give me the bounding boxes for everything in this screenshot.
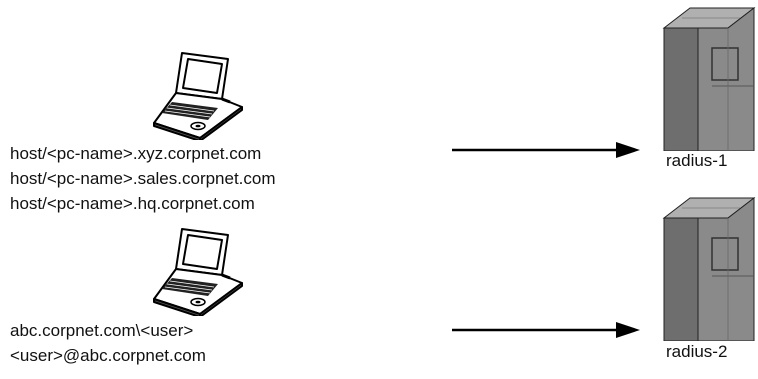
arrow-icon [452, 142, 640, 158]
server-tower-icon [662, 6, 756, 151]
server-tower-icon [662, 196, 756, 341]
laptop-icon [153, 52, 243, 140]
server-label: radius-2 [666, 342, 728, 361]
client-name: abc.corpnet.com\<user> [10, 321, 194, 340]
client-1-name-list: host/<pc-name>.xyz.corpnet.com host/<pc-… [10, 141, 276, 216]
arrow-icon [452, 322, 640, 338]
client-name: host/<pc-name>.hq.corpnet.com [10, 194, 255, 213]
client-name: <user>@abc.corpnet.com [10, 346, 206, 365]
server-label: radius-1 [666, 151, 728, 170]
laptop-icon [153, 228, 243, 316]
client-name: host/<pc-name>.xyz.corpnet.com [10, 144, 262, 163]
client-2-name-list: abc.corpnet.com\<user> <user>@abc.corpne… [10, 318, 206, 368]
client-name: host/<pc-name>.sales.corpnet.com [10, 169, 276, 188]
